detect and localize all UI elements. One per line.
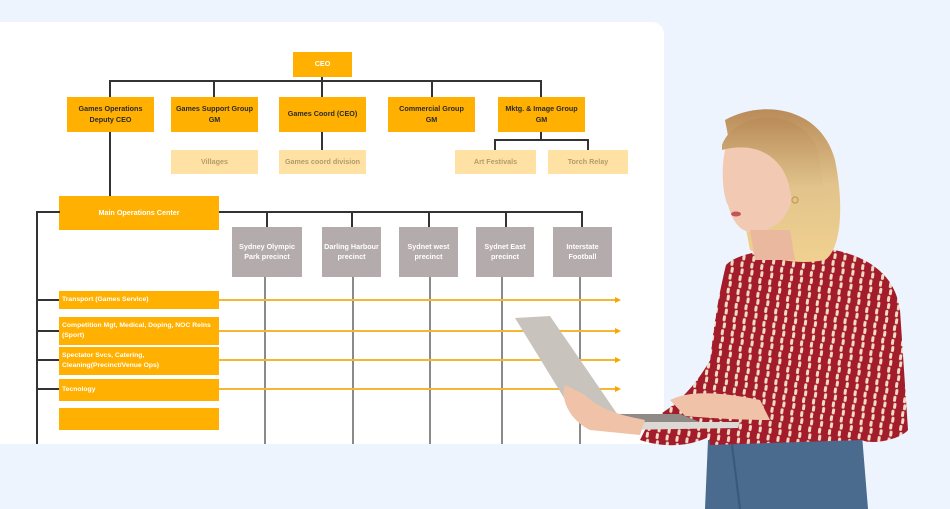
box-label: Games Support Group GM	[175, 104, 254, 124]
service-arrow-line	[219, 330, 615, 332]
connector	[36, 330, 60, 332]
connector	[494, 139, 588, 141]
connector	[266, 211, 268, 227]
service-arrow-line	[219, 388, 615, 390]
connector	[213, 80, 215, 98]
connector	[587, 139, 589, 150]
box-label: Games coord division	[284, 156, 361, 166]
connector	[36, 388, 60, 390]
box-label: Sydnet East precinct	[484, 241, 526, 261]
connector	[351, 211, 353, 227]
ceo-box[interactable]: CEO	[293, 52, 352, 77]
arrow-head-icon	[615, 356, 621, 363]
box-label: Interstate Football	[566, 241, 599, 261]
connector	[36, 299, 60, 301]
connector	[321, 77, 323, 98]
games-operations-box[interactable]: Games Operations Deputy CEO	[67, 97, 154, 132]
box-label: Mktg. & Image Group GM	[505, 104, 578, 124]
connector-top-bar	[109, 80, 542, 82]
service-spectator[interactable]: Spectator Svcs, Catering, Cleaning(Preci…	[59, 347, 219, 375]
precinct-interstate-football[interactable]: Interstate Football	[553, 227, 612, 277]
box-label: Villages	[200, 156, 229, 166]
connector	[431, 80, 433, 98]
games-support-box[interactable]: Games Support Group GM	[171, 97, 258, 132]
main-operations-center-box[interactable]: Main Operations Center	[59, 196, 219, 230]
box-label: Competition Mgt, Medical, Doping, NOC Re…	[62, 322, 211, 339]
arrow-head-icon	[615, 385, 621, 392]
box-label: Sydnet west precinct	[407, 241, 450, 261]
box-label: Torch Relay	[567, 156, 609, 166]
box-label: Spectator Svcs, Catering, Cleaning(Preci…	[62, 352, 160, 369]
villages-box[interactable]: Villages	[171, 150, 258, 174]
connector	[36, 359, 60, 361]
box-label: Darling Harbour precinct	[324, 241, 379, 261]
connector	[540, 132, 542, 140]
games-coord-box[interactable]: Games Coord (CEO)	[279, 97, 366, 132]
service-arrow-line	[219, 359, 615, 361]
games-coord-division-box[interactable]: Games coord division	[279, 150, 366, 174]
service-technology[interactable]: Tecnology	[59, 379, 219, 401]
arrow-head-icon	[615, 296, 621, 303]
precinct-sydnet-east[interactable]: Sydnet East precinct	[476, 227, 534, 277]
precinct-sydnet-west[interactable]: Sydnet west precinct	[399, 227, 458, 277]
service-arrow-line	[219, 299, 615, 301]
box-label: Commercial Group GM	[399, 104, 464, 124]
box-label: Tecnology	[62, 386, 96, 394]
art-festivals-box[interactable]: Art Festivals	[455, 150, 536, 174]
box-label: Main Operations Center	[98, 207, 180, 217]
box-label: Transport (Games Service)	[62, 296, 149, 304]
connector	[428, 211, 430, 227]
torch-relay-box[interactable]: Torch Relay	[548, 150, 628, 174]
service-competition[interactable]: Competition Mgt, Medical, Doping, NOC Re…	[59, 317, 219, 345]
connector	[505, 211, 507, 227]
service-transport[interactable]: Transport (Games Service)	[59, 291, 219, 309]
connector	[109, 132, 111, 196]
ceo-label: CEO	[314, 59, 331, 69]
mktg-image-group-box[interactable]: Mktg. & Image Group GM	[498, 97, 585, 132]
connector	[540, 80, 542, 98]
connector	[494, 139, 496, 150]
box-label: Games Coord (CEO)	[287, 109, 358, 119]
precinct-darling-harbour[interactable]: Darling Harbour precinct	[322, 227, 381, 277]
connector	[109, 80, 111, 98]
box-label: Sydney Olympic Park precinct	[239, 241, 295, 261]
precinct-sydney-olympic-park[interactable]: Sydney Olympic Park precinct	[232, 227, 302, 277]
box-label: Art Festivals	[473, 156, 518, 166]
left-spine	[36, 211, 60, 213]
commercial-group-box[interactable]: Commercial Group GM	[388, 97, 475, 132]
box-label: Games Operations Deputy CEO	[78, 104, 143, 124]
woman-with-laptop-illustration	[515, 109, 908, 509]
precinct-bar	[219, 211, 583, 213]
service-partial[interactable]	[59, 408, 219, 430]
connector	[581, 211, 583, 227]
connector	[321, 132, 323, 150]
arrow-head-icon	[615, 327, 621, 334]
left-spine	[36, 211, 38, 444]
